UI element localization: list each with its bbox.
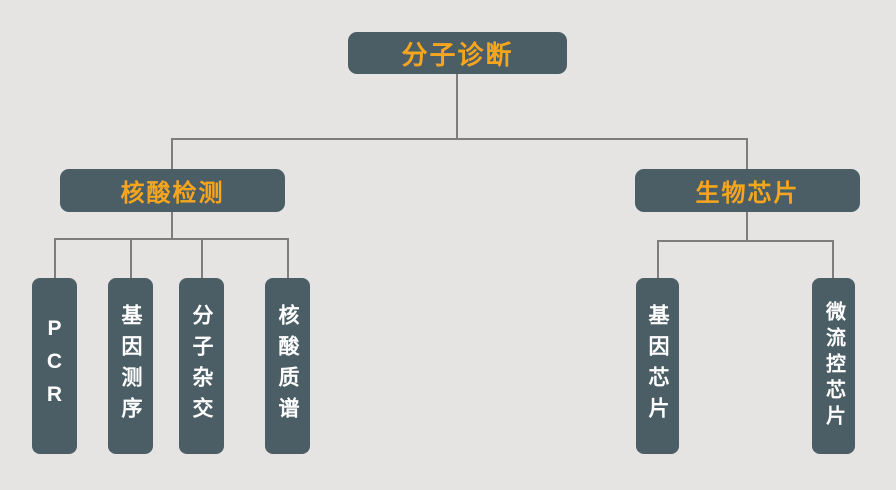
connector-drop-right-branch <box>746 138 748 170</box>
leaf-node-pcr: PCR <box>32 278 77 454</box>
leaf-node-gene-sequencing: 基因测序 <box>108 278 153 454</box>
branch-node-label: 核酸检测 <box>120 180 225 207</box>
connector-drop-gene-chip <box>657 240 659 278</box>
leaf-node-label: 核酸质谱 <box>276 304 299 428</box>
connector-left-level2-horizontal <box>54 238 289 240</box>
branch-node-label: 生物芯片 <box>695 180 800 207</box>
connector-drop-pcr <box>54 238 56 278</box>
leaf-node-label: 基因芯片 <box>646 304 669 428</box>
connector-drop-nucleic-acid-mass-spec <box>287 238 289 278</box>
leaf-node-label: 基因测序 <box>119 304 142 428</box>
leaf-node-label: PCR <box>43 316 66 416</box>
branch-node-nucleic-acid-testing: 核酸检测 <box>60 169 285 212</box>
leaf-node-label: 分子杂交 <box>190 304 213 428</box>
connector-right-level2-horizontal <box>657 240 834 242</box>
leaf-node-nucleic-acid-mass-spec: 核酸质谱 <box>265 278 310 454</box>
connector-root-stub <box>456 73 458 139</box>
leaf-node-molecular-hybridization: 分子杂交 <box>179 278 224 454</box>
root-node-molecular-diagnostics: 分子诊断 <box>348 32 567 74</box>
root-node-label: 分子诊断 <box>401 39 514 70</box>
connector-drop-left-branch <box>171 138 173 170</box>
branch-node-biochip: 生物芯片 <box>635 169 860 212</box>
connector-drop-microfluidic-chip <box>832 240 834 278</box>
connector-left-branch-stub <box>171 212 173 239</box>
connector-level1-horizontal <box>171 138 748 140</box>
connector-drop-gene-sequencing <box>130 238 132 278</box>
connector-right-branch-stub <box>746 212 748 241</box>
leaf-node-gene-chip: 基因芯片 <box>636 278 679 454</box>
connector-drop-molecular-hybridization <box>201 238 203 278</box>
leaf-node-microfluidic-chip: 微流控芯片 <box>812 278 855 454</box>
leaf-node-label: 微流控芯片 <box>822 301 845 431</box>
